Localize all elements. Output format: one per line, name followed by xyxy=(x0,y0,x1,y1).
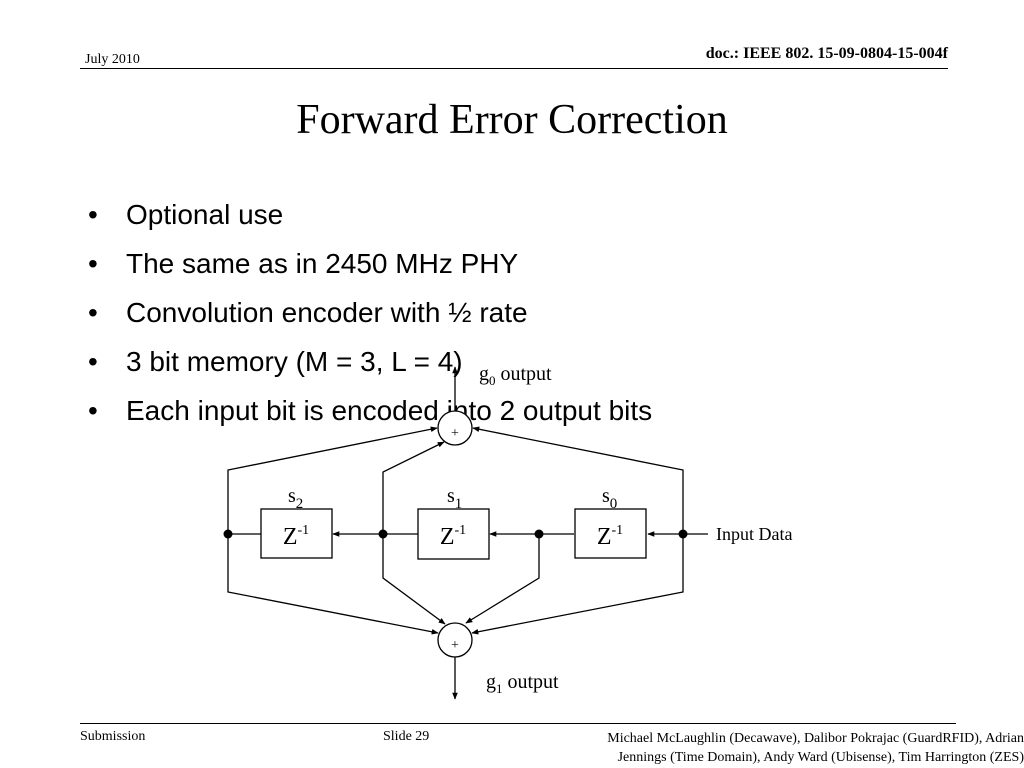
g1-tap-line xyxy=(227,534,439,635)
footer-authors: Michael McLaughlin (Decawave), Dalibor P… xyxy=(516,729,1024,767)
bullet-item: Convolution encoder with ½ rate xyxy=(88,293,652,342)
g0-tap-line xyxy=(382,441,445,534)
state-label-s2: s2 xyxy=(288,485,303,512)
register-box xyxy=(260,508,333,559)
g1-output-label: g1 output xyxy=(486,671,559,696)
register-box xyxy=(574,508,647,559)
junction-dot xyxy=(678,529,688,539)
header-doc-id: doc.: IEEE 802. 15-09-0804-15-004f xyxy=(705,45,948,62)
bullet-item: The same as in 2450 MHz PHY xyxy=(88,244,652,293)
footer-rule xyxy=(80,723,956,724)
footer-slide-number: Slide 29 xyxy=(383,729,430,744)
g0-adder-symbol: + xyxy=(451,426,459,441)
register-op-label: Z-1 xyxy=(283,523,309,550)
header-date: July 2010 xyxy=(85,52,140,67)
junction-dot xyxy=(534,529,544,539)
slide-title: Forward Error Correction xyxy=(296,97,728,143)
bullet-list: Optional use The same as in 2450 MHz PHY… xyxy=(88,195,652,440)
register-box xyxy=(417,508,490,560)
state-label-s0: s0 xyxy=(602,485,617,512)
state-label-s1: s1 xyxy=(447,485,462,512)
junction-dot xyxy=(223,529,233,539)
junction-dot xyxy=(378,529,388,539)
header-rule xyxy=(80,68,948,69)
register-op-label: Z-1 xyxy=(597,523,623,550)
bullet-item: Optional use xyxy=(88,195,652,244)
g1-adder xyxy=(437,622,473,658)
g0-tap-line xyxy=(472,426,684,534)
footer-authors-line: Jennings (Time Domain), Andy Ward (Ubise… xyxy=(617,750,1024,765)
g1-adder-symbol: + xyxy=(451,638,459,653)
g0-output-label: g0 output xyxy=(479,363,552,388)
g1-tap-line xyxy=(382,534,446,625)
bullet-item: Each input bit is encoded into 2 output … xyxy=(88,391,652,440)
footer-authors-line: Michael McLaughlin (Decawave), Dalibor P… xyxy=(607,731,1024,746)
g0-tap-line xyxy=(227,426,438,534)
g1-tap-line xyxy=(471,534,684,635)
g1-tap-line xyxy=(465,534,540,624)
g0-adder xyxy=(437,410,473,446)
bullet-item: 3 bit memory (M = 3, L = 4) xyxy=(88,342,652,391)
input-data-label: Input Data xyxy=(716,524,792,544)
register-op-label: Z-1 xyxy=(440,523,466,550)
footer-submission: Submission xyxy=(80,729,146,744)
